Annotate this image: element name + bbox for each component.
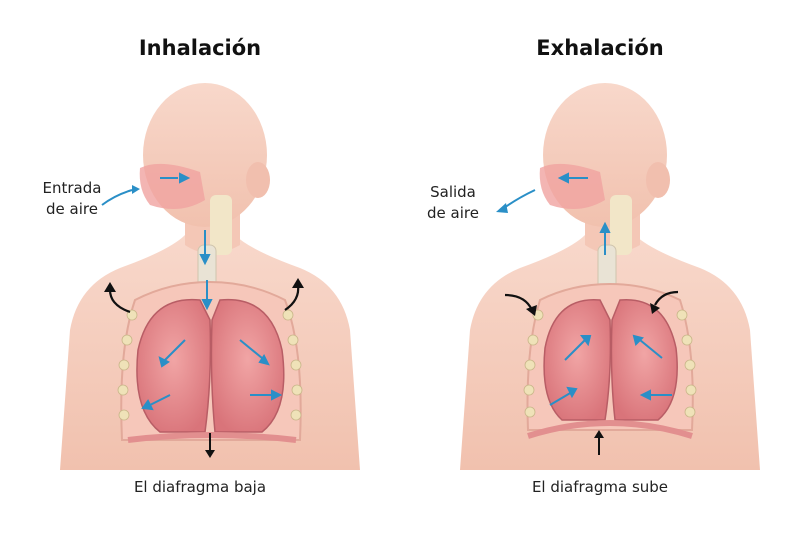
air-out-label: Salida de aire [408,182,498,224]
diaphragm-down-arrowhead [205,450,215,458]
air-flow-arrows [549,172,672,406]
exhalation-body-illustration [460,83,760,470]
ribs [523,309,697,418]
inhalation-caption: El diafragma baja [133,478,267,496]
ear [646,162,670,198]
air-in-arrowhead [132,185,140,194]
ear [246,162,270,198]
ribs [117,309,303,421]
air-flow-arrows [141,172,283,411]
right-lung [210,298,285,433]
exhalation-caption: El diafragma sube [531,478,669,496]
rib-arrowhead-left [104,282,116,292]
right-lung [610,299,678,421]
nasal-cavity [139,163,205,209]
diaphragm-up-arrowhead [594,430,604,438]
spine [210,195,232,255]
left-lung [543,299,612,421]
nasal-cavity [539,163,605,209]
air-out-arrowhead [496,203,508,213]
air-out-arrow [503,189,536,209]
rib-arrowhead-right [292,278,304,288]
exhalation-title: Exhalación [536,36,664,60]
spine [610,195,632,255]
air-out-label-line2: de aire [427,204,479,222]
inhalation-body-illustration [60,83,360,470]
left-lung [136,298,212,433]
air-in-arrow [101,189,133,206]
rib-arrowhead-left [526,305,537,316]
diaphragm [127,432,297,443]
inhalation-title: Inhalación [138,36,262,60]
air-in-label-line1: Entrada [42,179,102,197]
air-out-label-line1: Salida [430,183,476,201]
air-in-label: Entrada de aire [22,178,122,220]
diaphragm [527,420,693,439]
inhalation-panel: Inhalación [22,36,360,496]
rib-arrowhead-right [650,303,660,314]
air-in-label-line2: de aire [46,200,98,218]
exhalation-panel: Exhalación [400,0,800,550]
